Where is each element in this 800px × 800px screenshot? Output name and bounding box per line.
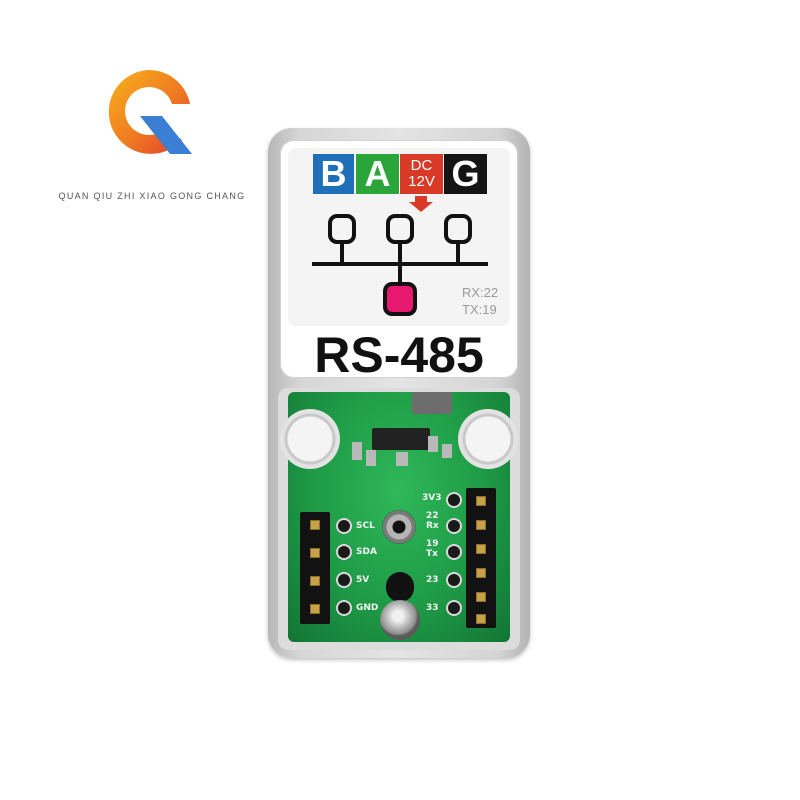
silk-label-tx: Tx (426, 549, 438, 559)
header-pin (476, 544, 486, 554)
pin-label-dc: DC 12V (400, 154, 443, 194)
smd-component (366, 450, 376, 466)
arrow-down-icon (409, 196, 433, 212)
pad (448, 546, 460, 558)
pad (448, 520, 460, 532)
pad (338, 602, 350, 614)
mounting-hole-right (458, 409, 518, 469)
header-pin (310, 576, 320, 586)
pad (338, 546, 350, 558)
chip-component (412, 392, 452, 414)
bus-topology-icon (312, 196, 488, 316)
highlight-node-icon (383, 282, 417, 316)
pad (338, 574, 350, 586)
smd-component (428, 436, 438, 452)
smd-component (352, 442, 362, 460)
board-slot (386, 572, 414, 602)
header-pin (476, 568, 486, 578)
smd-component (442, 444, 452, 458)
header-pin (310, 604, 320, 614)
pin-label-dc-top: DC (410, 157, 433, 174)
module-title: RS-485 (314, 327, 484, 383)
pin-label-dc-bottom: 12V (408, 173, 435, 190)
pin-label-g: G (444, 153, 487, 194)
header-pin (476, 520, 486, 530)
pin-label-b: B (313, 153, 354, 194)
silk-label-rx: Rx (426, 521, 439, 531)
silk-label-sda: SDA (356, 547, 377, 557)
silk-label-gnd: GND (356, 603, 379, 613)
silk-label-19: 19 (426, 539, 439, 549)
pin-header-left (300, 512, 330, 624)
pad (448, 494, 460, 506)
pad (448, 574, 460, 586)
mounting-hole-left (280, 409, 340, 469)
rx-pin-text: RX:22 (462, 285, 499, 300)
silk-label-3v3: 3V3 (422, 493, 442, 503)
silk-label-scl: SCL (356, 521, 375, 531)
pin-header-right (466, 488, 496, 628)
tx-pin-text: TX:19 (462, 302, 497, 317)
header-pin (476, 592, 486, 602)
silk-label-22: 22 (426, 511, 439, 521)
ic-chip (372, 428, 430, 450)
header-pin (310, 548, 320, 558)
screw-icon (380, 600, 420, 640)
pin-label-a: A (356, 153, 399, 194)
pad (338, 520, 350, 532)
header-pin (476, 496, 486, 506)
silk-label-5v: 5V (356, 575, 370, 585)
silk-label-33: 33 (426, 603, 439, 613)
center-mount-hole (382, 510, 416, 544)
pad (448, 602, 460, 614)
brand-name: QUAN QIU ZHI XIAO GONG CHANG (58, 191, 246, 201)
brand-logo-icon (108, 69, 192, 154)
smd-component (396, 452, 408, 466)
header-pin (310, 520, 320, 530)
silk-label-23: 23 (426, 575, 439, 585)
header-pin (476, 614, 486, 624)
